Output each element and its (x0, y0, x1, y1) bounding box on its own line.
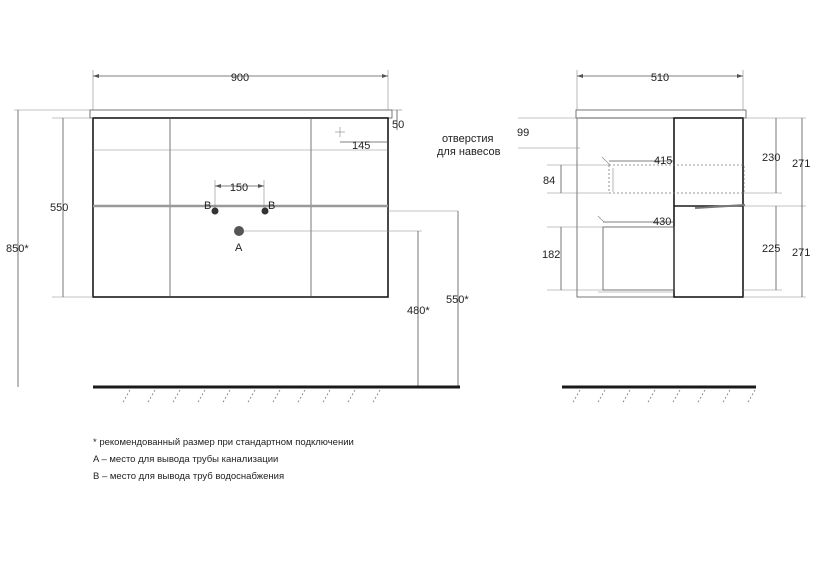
lower-front-height-label: 225 (762, 243, 780, 255)
note-water-location: B – место для вывода труб водоснабжения (93, 471, 284, 482)
side-offset-label: 145 (352, 140, 370, 152)
width-dimension-label: 900 (231, 72, 249, 84)
holes-label-line1: отверстия (442, 133, 494, 145)
drain-height-label: 480* (407, 305, 430, 317)
notes: * рекомендованный размер при стандартном… (93, 437, 354, 482)
lower-drawer-inner-label: 430 (653, 216, 671, 228)
front-floor-hatching (121, 389, 381, 405)
lower-drawer-outline (602, 226, 675, 291)
drain-hole (234, 226, 244, 236)
side-countertop (575, 109, 747, 119)
water-pipe-label-right: B (268, 200, 275, 212)
hole-drop-label: 99 (517, 127, 529, 139)
front-view: 900 550 850* 50 145 150 B B A (6, 70, 469, 405)
front-countertop (89, 109, 393, 119)
lower-drawer-height-label: 182 (542, 249, 560, 261)
note-drain-location: A – место для вывода трубы канализации (93, 454, 278, 465)
holes-label-line2: для навесов (437, 146, 501, 158)
depth-dimension-label: 510 (651, 72, 669, 84)
side-rail (694, 204, 746, 209)
upper-drawer-inner-label: 415 (654, 155, 672, 167)
water-pipe-hole-right (261, 207, 269, 215)
lower-section-height-label: 271 (792, 247, 810, 259)
cabinet-floor-height-label: 550* (446, 294, 469, 306)
side-view: 510 отверстия для навесов 99 415 84 430 … (437, 70, 810, 405)
water-pipe-hole-left (211, 207, 219, 215)
upper-drawer-height-label: 84 (543, 175, 555, 187)
side-floor-hatching (571, 389, 756, 405)
front-cabinet-body (92, 117, 389, 298)
hole-spacing-label: 150 (230, 182, 248, 194)
total-height-label: 850* (6, 243, 29, 255)
water-pipe-label-left: B (204, 200, 211, 212)
side-front-panel (673, 117, 744, 298)
drain-label: A (235, 242, 243, 254)
cabinet-height-label: 550 (50, 202, 68, 214)
top-offset-label: 50 (392, 119, 404, 131)
upper-drawer-outline (608, 164, 745, 194)
upper-section-height-label: 271 (792, 158, 810, 170)
upper-front-height-label: 230 (762, 152, 780, 164)
note-recommended-size: * рекомендованный размер при стандартном… (93, 437, 354, 448)
